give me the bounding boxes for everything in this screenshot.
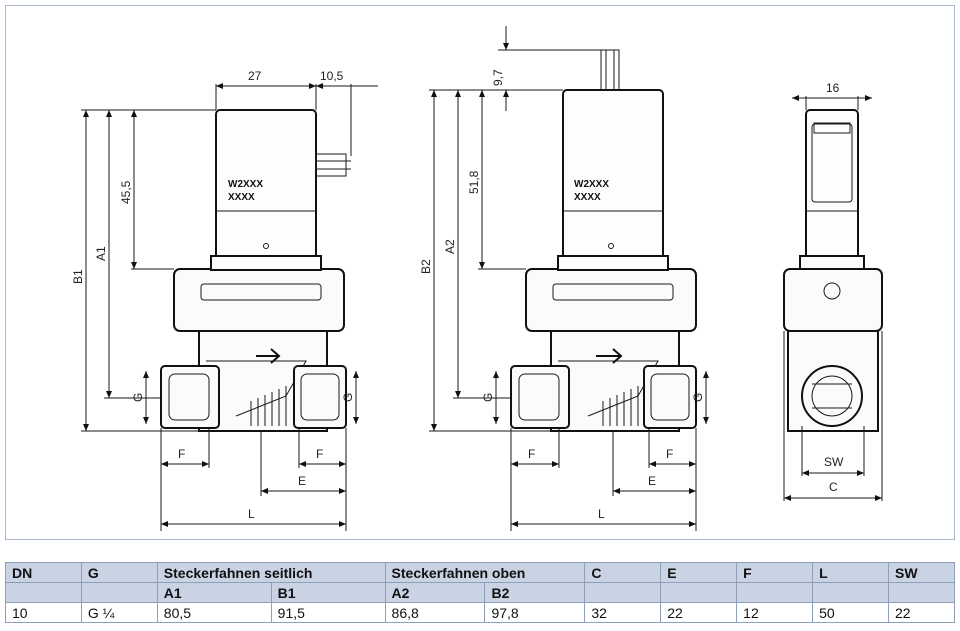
cell-a2: 86,8 [384, 602, 486, 623]
dim-b1: B1 [71, 269, 85, 284]
cell-g: G ¼ [80, 602, 158, 623]
coil-marking-line1-2: W2XXX [574, 179, 609, 190]
dim-g-right-2: G [691, 393, 705, 402]
coil-marking-line2-2: XXXX [574, 192, 601, 203]
header-a2: A2 [384, 582, 486, 603]
dim-top-width-end: 16 [826, 81, 840, 95]
dim-f-right: F [316, 447, 323, 461]
header-e: E [660, 562, 738, 583]
dim-e: E [298, 474, 306, 488]
cell-dn: 10 [5, 602, 82, 623]
end-port-circle [801, 365, 863, 427]
end-top-block [783, 268, 883, 332]
dim-plug-offset: 10,5 [320, 69, 344, 83]
header-g: G [80, 562, 158, 583]
dim-top-width: 27 [248, 69, 262, 83]
cell-b1: 91,5 [270, 602, 386, 623]
view-side-plugs: W2XXX XXXX 27 10,5 45,5 A1 B1 G G [71, 69, 378, 531]
dim-f-left: F [178, 447, 185, 461]
header-b2: B2 [484, 582, 586, 603]
header-l: L [812, 562, 889, 583]
dim-plug-height: 9,7 [491, 69, 505, 86]
dim-l: L [248, 507, 255, 521]
coil-2 [562, 89, 664, 261]
header-c: C [584, 562, 662, 583]
cell-b2: 97,8 [484, 602, 586, 623]
drawing-frame: W2XXX XXXX 27 10,5 45,5 A1 B1 G G [5, 5, 955, 540]
flow-arrow-icon-2 [596, 348, 623, 364]
dim-g-right: G [341, 393, 355, 402]
header-f: F [736, 562, 814, 583]
brand-logo: Bürkert [818, 124, 847, 133]
port-left-2 [510, 365, 570, 429]
header-steckerfahnen-oben: Steckerfahnen oben [384, 562, 586, 583]
coil-marking-line2: XXXX [228, 192, 255, 203]
table-row: 10 G ¼ 80,5 91,5 86,8 97,8 32 22 12 50 2… [5, 602, 956, 623]
dim-c: C [829, 480, 838, 494]
cell-e: 22 [660, 602, 738, 623]
port-left [160, 365, 220, 429]
technical-drawing: W2XXX XXXX 27 10,5 45,5 A1 B1 G G [71, 26, 883, 531]
port-right-2 [643, 365, 697, 429]
cell-a1: 80,5 [156, 602, 272, 623]
dim-f-right-2: F [666, 447, 673, 461]
header-a1: A1 [156, 582, 272, 603]
view-end: Bürkert 16 SW C [783, 81, 883, 501]
cell-sw: 22 [887, 602, 956, 623]
table-header-row-2: A1 B1 A2 B2 [5, 582, 956, 603]
dim-a2: A2 [443, 239, 457, 254]
dim-f-left-2: F [528, 447, 535, 461]
coil-marking-line1: W2XXX [228, 179, 263, 190]
dim-l-2: L [598, 507, 605, 521]
port-right [293, 365, 347, 429]
dimension-table: DN G Steckerfahnen seitlich Steckerfahne… [5, 562, 956, 623]
dim-e-2: E [648, 474, 656, 488]
flow-arrow-icon [256, 348, 281, 364]
dim-inner-height: 45,5 [119, 180, 133, 204]
cell-l: 50 [812, 602, 889, 623]
cell-c: 32 [584, 602, 662, 623]
dim-g-left: G [131, 393, 145, 402]
header-dn: DN [5, 562, 82, 583]
end-body [787, 330, 879, 432]
dim-a1: A1 [94, 246, 108, 261]
dim-inner-height-2: 51,8 [467, 170, 481, 194]
view-top-plugs: W2XXX XXXX 9,7 51,8 A2 B2 G G F [419, 26, 709, 531]
table-header-row-1: DN G Steckerfahnen seitlich Steckerfahne… [5, 562, 956, 583]
dim-b2: B2 [419, 259, 433, 274]
dim-sw: SW [824, 455, 844, 469]
header-sw: SW [887, 562, 956, 583]
cell-f: 12 [736, 602, 814, 623]
header-b1: B1 [270, 582, 386, 603]
header-steckerfahnen-seitlich: Steckerfahnen seitlich [156, 562, 386, 583]
dim-g-left-2: G [481, 393, 495, 402]
